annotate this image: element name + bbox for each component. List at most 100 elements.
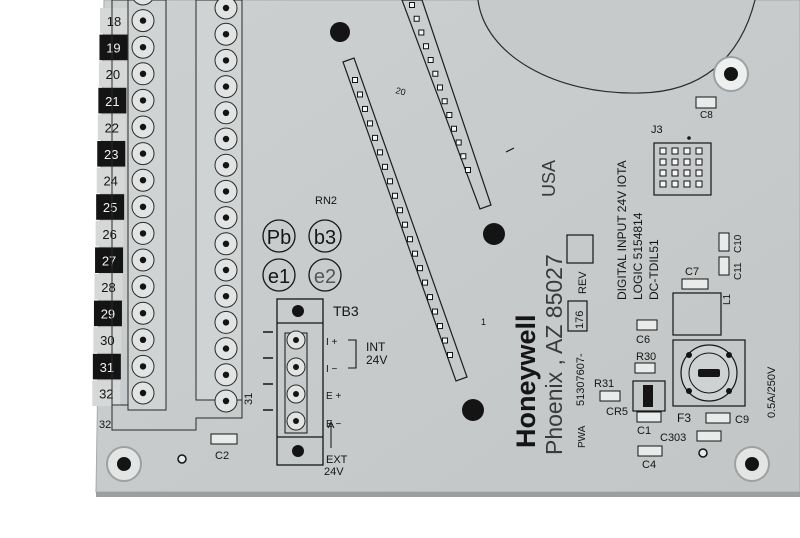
rn1-pin [455, 139, 462, 146]
part-number: 51307607- [575, 353, 587, 406]
j3-pin [659, 147, 667, 155]
row-number-cell [93, 327, 122, 353]
pwa-label: PWA [577, 425, 588, 448]
connector-strip [111, 0, 129, 406]
c10-label: C10 [733, 234, 744, 253]
connector-pad-hole [222, 293, 230, 300]
connector-outline [111, 395, 243, 431]
rn2-pin [407, 236, 413, 243]
j3-pin [695, 180, 703, 188]
connector-pad-hole [139, 256, 147, 264]
row-number: 31 [100, 360, 114, 375]
rn2-pin [382, 163, 388, 170]
j3-pin [659, 158, 667, 166]
address-label: Phoenix , AZ 85027 [541, 254, 567, 455]
rn2-pin [402, 221, 408, 228]
via [177, 454, 187, 464]
board-edge [96, 492, 800, 497]
cr5-label: CR5 [606, 406, 628, 418]
rn2-pin [372, 134, 378, 141]
rn2-pin [357, 91, 363, 98]
c9-pad [705, 412, 731, 424]
connector-pad-hole [222, 266, 230, 274]
rn2-pin [352, 77, 358, 83]
i-minus-label: I − [326, 364, 338, 375]
l1-outline [672, 292, 722, 336]
rn2-pin [397, 207, 403, 214]
hole [483, 223, 505, 245]
f3-label: F3 [677, 411, 691, 425]
rn2-pin [447, 352, 453, 358]
connector-pad-hole [222, 214, 230, 221]
pin-1-label: 1 [481, 317, 486, 327]
connector-pad-hole [222, 31, 230, 38]
c9-label: C9 [735, 414, 749, 426]
rn1-pin [446, 112, 453, 118]
b3-circle [308, 219, 342, 253]
c303-label: C303 [660, 432, 686, 444]
connector-pad-hole [222, 371, 230, 378]
j3-pin [671, 169, 679, 177]
row-number-cell [100, 8, 128, 34]
row-number: 23 [104, 147, 118, 162]
rn1-pin [423, 43, 429, 50]
c11-label: C11 [733, 262, 744, 280]
col-31-label: 31 [243, 393, 255, 405]
pin-20-label: 20 [394, 85, 406, 97]
rn1-pin [427, 57, 434, 63]
tb3-terminal-block [263, 298, 324, 466]
row-number: 28 [101, 280, 115, 295]
rn1-pin [413, 15, 420, 22]
j3-pin [695, 158, 703, 166]
c11-pad [718, 256, 730, 276]
row-number-cell [95, 247, 124, 273]
r30-pad [634, 362, 656, 374]
hole [462, 399, 484, 421]
c4-label: C4 [642, 459, 656, 471]
pad-column-b [214, 0, 238, 413]
j3-pin [671, 147, 679, 155]
j3-pin [659, 180, 667, 188]
c8-pad [695, 96, 717, 109]
tb3-pads [286, 330, 306, 431]
rn1-pin [460, 153, 467, 160]
rn2-pin [432, 308, 438, 315]
j3-pin [683, 158, 691, 166]
c2-label: C2 [215, 450, 229, 462]
rev-number: 176 [574, 311, 586, 329]
e1-circle [262, 258, 296, 292]
connector-pad-hole [222, 319, 230, 326]
rev-box [566, 234, 594, 264]
rn2-pin [437, 323, 443, 330]
r31-label: R31 [594, 378, 614, 390]
connector-pad-hole [139, 177, 147, 184]
desc-line-2: LOGIC 5154814 [631, 212, 645, 300]
row-number: 27 [102, 253, 116, 268]
connector-pad-hole [139, 203, 147, 210]
row-number: 30 [100, 333, 114, 348]
connector-pad-hole [139, 70, 147, 78]
mounting-hole-right-center [745, 457, 759, 471]
j3-pin [683, 169, 691, 177]
tb3-hole-top [292, 305, 304, 317]
e-plus-label: E + [326, 391, 341, 402]
rn2-pin [422, 279, 428, 286]
row-number-cell [97, 141, 126, 167]
rn1-pads [409, 2, 471, 173]
rn2-pin [442, 337, 448, 344]
rn1-pin [451, 125, 457, 132]
f3-outline [672, 339, 746, 407]
connector-pad-hole [139, 363, 147, 370]
row-number: 19 [106, 41, 120, 56]
rn1-pin [432, 70, 439, 77]
c8-label: C8 [700, 110, 713, 121]
rn1-pin [418, 29, 425, 36]
ext-24v-label: 24V [324, 466, 344, 478]
c2-pad [210, 433, 238, 445]
pb-label: Pb [267, 227, 291, 249]
c7-label: C7 [685, 266, 699, 278]
l1-label: L1 [722, 293, 733, 305]
j3-pins [659, 147, 703, 188]
